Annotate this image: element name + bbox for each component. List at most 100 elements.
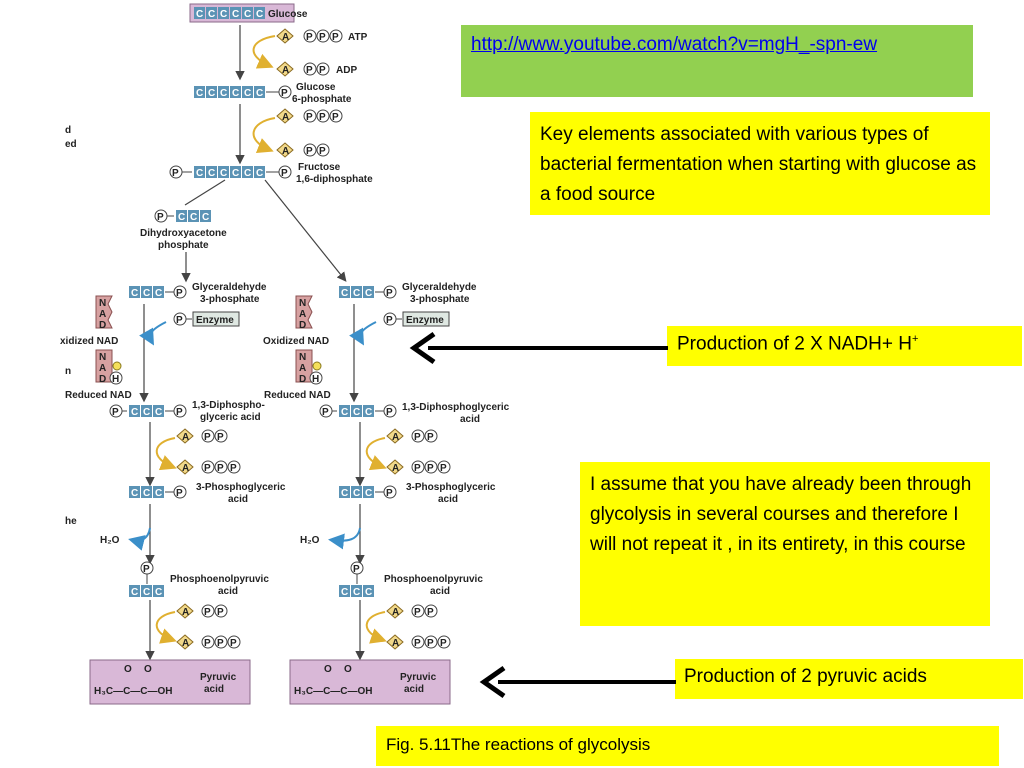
svg-text:H₂O: H₂O [300, 535, 320, 546]
svg-text:H₃C—C—C—OH: H₃C—C—C—OH [294, 686, 373, 697]
svg-text:C: C [244, 168, 251, 179]
svg-text:Pyruvic: Pyruvic [400, 672, 437, 683]
svg-text:C: C [131, 407, 138, 418]
svg-text:A: A [282, 112, 289, 123]
svg-text:Glyceraldehyde: Glyceraldehyde [402, 282, 477, 293]
svg-text:C: C [341, 407, 348, 418]
svg-text:C: C [178, 212, 185, 223]
svg-text:P: P [217, 638, 224, 649]
svg-text:P: P [230, 463, 237, 474]
svg-text:A: A [182, 607, 189, 618]
svg-text:N: N [99, 298, 106, 309]
svg-text:3-phosphate: 3-phosphate [410, 294, 470, 305]
svg-text:C: C [220, 168, 227, 179]
svg-text:P: P [427, 607, 434, 618]
svg-text:C: C [365, 407, 372, 418]
svg-text:Phosphoenolpyruvic: Phosphoenolpyruvic [384, 574, 483, 585]
svg-text:Glyceraldehyde: Glyceraldehyde [192, 282, 267, 293]
margin-text: d [65, 125, 71, 136]
svg-text:P: P [414, 432, 421, 443]
nadh-production-text: Production of 2 X NADH+ H [677, 333, 912, 355]
svg-text:C: C [131, 587, 138, 598]
svg-text:D: D [299, 320, 306, 331]
svg-text:C: C [131, 288, 138, 299]
svg-text:N: N [299, 352, 306, 363]
svg-text:P: P [157, 212, 164, 223]
svg-text:C: C [143, 587, 150, 598]
svg-text:P: P [319, 65, 326, 76]
svg-text:C: C [208, 88, 215, 99]
glucose-carbons: C C C C C C [194, 7, 265, 20]
svg-text:A: A [392, 638, 399, 649]
svg-text:N: N [99, 352, 106, 363]
svg-text:glyceric acid: glyceric acid [200, 412, 261, 423]
svg-text:C: C [244, 88, 251, 99]
svg-text:A: A [282, 32, 289, 43]
glucose6p-label: Glucose [296, 82, 336, 93]
youtube-link[interactable]: http://www.youtube.com/watch?v=mgH_-spn-… [471, 34, 878, 55]
svg-text:A: A [299, 363, 306, 374]
svg-text:P: P [386, 488, 393, 499]
svg-text:C: C [365, 587, 372, 598]
svg-text:P: P [353, 564, 360, 575]
svg-text:P: P [319, 112, 326, 123]
svg-text:acid: acid [430, 586, 450, 597]
svg-text:A: A [282, 65, 289, 76]
svg-text:A: A [182, 463, 189, 474]
svg-text:P: P [332, 32, 339, 43]
svg-text:C: C [256, 88, 263, 99]
svg-text:P: P [172, 168, 179, 179]
svg-text:P: P [440, 638, 447, 649]
svg-text:C: C [365, 488, 372, 499]
svg-text:C: C [155, 407, 162, 418]
svg-text:A: A [282, 146, 289, 157]
svg-text:O: O [124, 664, 132, 675]
svg-text:1,3-Diphospho-: 1,3-Diphospho- [192, 400, 265, 411]
key-elements-box: Key elements associated with various typ… [530, 112, 990, 215]
right-branch: C C C P Glyceraldehyde 3-phosphate NAD P… [263, 282, 510, 705]
svg-text:O: O [344, 664, 352, 675]
svg-text:P: P [204, 638, 211, 649]
svg-text:C: C [341, 488, 348, 499]
svg-text:P: P [217, 463, 224, 474]
margin-text: ed [65, 139, 77, 150]
svg-text:C: C [155, 587, 162, 598]
pyruvic-production-box: Production of 2 pyruvic acids [675, 659, 1023, 699]
svg-text:1,6-diphosphate: 1,6-diphosphate [296, 174, 373, 185]
svg-text:acid: acid [228, 494, 248, 505]
svg-text:A: A [182, 432, 189, 443]
svg-text:P: P [176, 488, 183, 499]
svg-text:P: P [427, 432, 434, 443]
svg-text:A: A [392, 432, 399, 443]
svg-text:C: C [353, 488, 360, 499]
svg-text:D: D [99, 374, 106, 385]
nadh-superscript: + [911, 333, 919, 345]
svg-text:P: P [319, 32, 326, 43]
svg-text:C: C [131, 488, 138, 499]
svg-text:3-Phosphoglyceric: 3-Phosphoglyceric [196, 482, 286, 493]
svg-text:C: C [232, 168, 239, 179]
svg-text:P: P [143, 564, 150, 575]
atp-label: ATP [348, 32, 368, 43]
svg-text:C: C [196, 168, 203, 179]
enzyme-label: Enzyme [196, 315, 234, 326]
svg-text:A: A [392, 607, 399, 618]
svg-text:C: C [365, 288, 372, 299]
svg-text:P: P [204, 607, 211, 618]
assumption-box: I assume that you have already been thro… [580, 462, 990, 626]
svg-text:C: C [353, 288, 360, 299]
svg-text:H: H [112, 374, 119, 385]
svg-text:O: O [144, 664, 152, 675]
svg-text:1,3-Diphosphoglyceric: 1,3-Diphosphoglyceric [402, 402, 510, 413]
svg-text:C: C [196, 88, 203, 99]
svg-text:acid: acid [404, 684, 424, 695]
svg-text:P: P [176, 288, 183, 299]
svg-text:C: C [353, 407, 360, 418]
fructose-carbons: C C C C C C [194, 166, 265, 179]
svg-text:D: D [99, 320, 106, 331]
svg-text:P: P [112, 407, 119, 418]
nadh-production-box: Production of 2 X NADH+ H+ [667, 326, 1022, 366]
oxidized-nad-label: Oxidized NAD [263, 336, 329, 347]
svg-text:6-phosphate: 6-phosphate [292, 94, 352, 105]
h2o-label: H₂O [100, 535, 120, 546]
